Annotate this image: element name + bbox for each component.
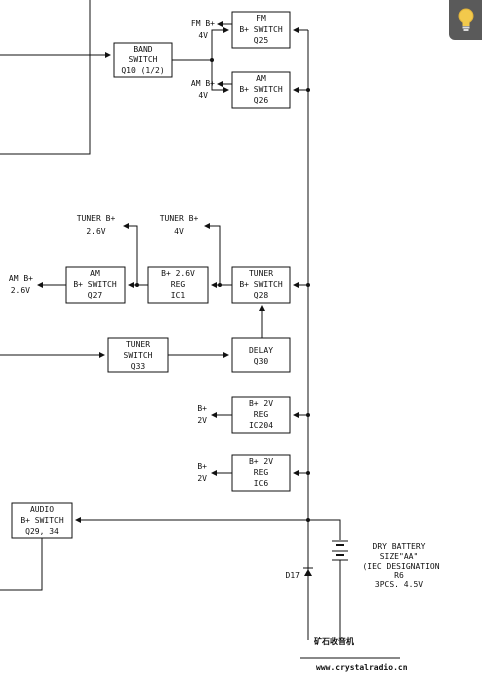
watermark-url: www.crystalradio.cn (316, 662, 408, 672)
q28-line3: Q28 (254, 291, 269, 300)
block-q28 (231, 266, 291, 304)
label-tuner-4v: 4V (174, 227, 184, 236)
q27-line3: Q27 (88, 291, 103, 300)
block-q27 (65, 266, 126, 304)
ic6-line1: B+ 2V (249, 457, 273, 466)
q26-line1: AM (256, 74, 266, 83)
battery-line3: (IEC DESIGNATION (362, 562, 439, 571)
ic1-line3: IC1 (171, 291, 186, 300)
q29-line3: Q29, 34 (25, 527, 59, 536)
q28-line1: TUNER (249, 269, 273, 278)
wire-battery-top (308, 519, 341, 540)
block-ic1 (147, 266, 209, 304)
q33-line2: SWITCH (124, 351, 153, 360)
lightbulb-icon (458, 8, 473, 31)
battery-symbol (332, 540, 348, 561)
label-tuner-b-4: TUNER B+ (160, 214, 199, 223)
diode-d17 (303, 567, 313, 576)
wire-band-q25 (172, 27, 229, 61)
label-tuner-26v: 2.6V (86, 227, 105, 236)
wire-band-q26 (211, 60, 229, 93)
q27-line2: B+ SWITCH (73, 280, 117, 289)
q30-line1: DELAY (249, 346, 273, 355)
wire-q29-out (0, 538, 43, 591)
q33-line3: Q33 (131, 362, 146, 371)
ic204-line1: B+ 2V (249, 399, 273, 408)
label-am-b-26: AM B+ (9, 274, 33, 283)
ic6-line3: IC6 (254, 479, 269, 488)
label-b-2v-a: B+ (197, 404, 207, 413)
q29-line1: AUDIO (30, 505, 54, 514)
block-ic204 (231, 396, 291, 434)
label-am-26v: 2.6V (11, 286, 30, 295)
block-q29 (11, 502, 73, 539)
label-b-2v-b: B+ (197, 462, 207, 471)
q28-line2: B+ SWITCH (239, 280, 283, 289)
label-d17: D17 (286, 571, 301, 580)
q26-line3: Q26 (254, 96, 269, 105)
label-tuner-b-26: TUNER B+ (77, 214, 116, 223)
ic204-line3: IC204 (249, 421, 273, 430)
wire-tuner-4v (204, 223, 221, 285)
block-q33 (107, 337, 169, 373)
block-q30 (231, 337, 291, 373)
wire-tuner-26v (123, 223, 138, 285)
q30-line2: Q30 (254, 357, 269, 366)
battery-line2: SIZE"AA" (380, 552, 419, 561)
q29-line2: B+ SWITCH (20, 516, 64, 525)
battery-line1: DRY BATTERY (373, 542, 426, 551)
band-switch-line3: Q10 (1/2) (121, 66, 164, 75)
watermark: 矿石收音机 www.crystalradio.cn (314, 636, 408, 672)
watermark-chinese: 矿石收音机 (314, 636, 354, 646)
q25-line1: FM (256, 14, 266, 23)
frame-line (0, 0, 91, 155)
ic204-line2: REG (254, 410, 269, 419)
label-fm-4v: 4V (198, 31, 208, 40)
q26-line2: B+ SWITCH (239, 85, 283, 94)
block-band-switch (113, 42, 173, 78)
label-fm-b: FM B+ (191, 19, 215, 28)
block-q25 (231, 11, 291, 49)
q25-line3: Q25 (254, 36, 269, 45)
band-switch-line2: SWITCH (129, 55, 158, 64)
q33-line1: TUNER (126, 340, 150, 349)
block-ic6 (231, 454, 291, 492)
block-q26 (231, 71, 291, 109)
band-switch-line1: BAND (133, 45, 152, 54)
battery-line4: R6 (394, 571, 404, 580)
ic1-line1: B+ 2.6V (161, 269, 195, 278)
ic6-line2: REG (254, 468, 269, 477)
q25-line2: B+ SWITCH (239, 25, 283, 34)
junction-dots (135, 58, 310, 522)
battery-line5: 3PCS. 4.5V (375, 580, 423, 589)
q27-line1: AM (90, 269, 100, 278)
label-am-4v: 4V (198, 91, 208, 100)
hint-button[interactable] (449, 0, 482, 40)
ic1-line2: REG (171, 280, 186, 289)
label-2v-b: 2V (197, 474, 207, 483)
label-am-b: AM B+ (191, 79, 215, 88)
label-2v-a: 2V (197, 416, 207, 425)
